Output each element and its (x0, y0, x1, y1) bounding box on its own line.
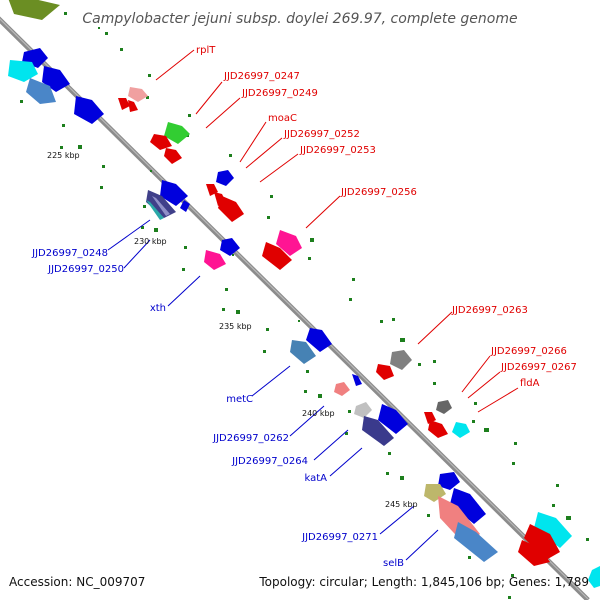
gene-feature (262, 242, 292, 270)
gene-feature (306, 328, 332, 352)
gene-feature (354, 402, 372, 418)
gene-label: JJD26997_0256 (340, 187, 417, 198)
gene-label: JJD26997_0248 (31, 248, 108, 259)
gene-feature (160, 180, 188, 206)
gene-label: xth (150, 303, 166, 314)
gene-feature (334, 382, 350, 396)
gene-feature (128, 87, 148, 102)
gene-feature (290, 340, 316, 364)
gene-feature (218, 196, 244, 222)
gene-label: metC (226, 394, 253, 405)
accession-text: Accession: NC_009707 (9, 575, 145, 589)
gene-label: JJD26997_0271 (301, 532, 378, 543)
gene-feature (220, 238, 240, 256)
gene-feature (118, 98, 130, 110)
kbp-label: 245 kbp (385, 500, 418, 509)
gene-feature (450, 488, 486, 524)
gene-feature (362, 416, 394, 446)
gene-label: JJD26997_0252 (283, 129, 360, 140)
gene-feature (128, 100, 138, 112)
gene-label: selB (383, 558, 404, 569)
gene-feature (74, 96, 104, 124)
gene-label: JJD26997_0263 (451, 305, 528, 316)
kbp-label: 240 kbp (302, 409, 335, 418)
gene-feature (150, 134, 172, 150)
gene-label: JJD26997_0266 (490, 346, 567, 357)
kbp-label: 230 kbp (134, 237, 167, 246)
gene-feature (454, 522, 498, 562)
gene-feature (390, 350, 412, 370)
gene-feature (436, 400, 452, 414)
gene-feature (164, 148, 182, 164)
gene-feature (26, 78, 56, 104)
label-connectors (107, 49, 519, 561)
gene-label: katA (304, 473, 327, 484)
gene-feature (180, 200, 190, 212)
gene-label: JJD26997_0264 (231, 456, 308, 467)
gene-feature (352, 374, 362, 386)
gene-features (8, 0, 600, 588)
gene-feature (8, 0, 60, 20)
gene-label: JJD26997_0247 (223, 71, 300, 82)
gene-feature (204, 250, 226, 270)
gene-feature (588, 566, 600, 588)
gene-feature (276, 230, 302, 256)
reverse-gene-labels: JJD26997_0248 JJD26997_0250 xth metC JJD… (31, 248, 404, 569)
gene-feature (452, 422, 470, 438)
gene-label: JJD26997_0262 (212, 433, 289, 444)
gene-feature (42, 66, 70, 92)
gene-feature (376, 364, 394, 380)
gene-label: fldA (520, 378, 540, 389)
gene-label: moaC (268, 113, 297, 124)
gene-label: rplT (196, 45, 216, 56)
gene-feature (524, 524, 560, 560)
gene-feature (534, 512, 572, 548)
gene-feature (152, 196, 170, 216)
gene-feature (164, 122, 190, 144)
kbp-label: 225 kbp (47, 151, 80, 160)
gene-feature (8, 60, 38, 82)
gene-label: JJD26997_0267 (500, 362, 577, 373)
gene-feature (146, 200, 164, 220)
topology-text: Topology: circular; Length: 1,845,106 bp… (258, 575, 589, 589)
gene-feature (518, 540, 550, 566)
gene-feature (438, 472, 460, 490)
map-title: Campylobacter jejuni subsp. doylei 269.9… (82, 11, 517, 27)
kbp-label: 235 kbp (219, 322, 252, 331)
gene-label: JJD26997_0250 (47, 264, 124, 275)
gene-label: JJD26997_0253 (299, 145, 376, 156)
gene-label: JJD26997_0249 (241, 88, 318, 99)
kbp-scale-labels: 225 kbp 230 kbp 235 kbp 240 kbp 245 kbp (47, 151, 418, 509)
forward-gene-labels: rplT JJD26997_0247 JJD26997_0249 moaC JJ… (196, 45, 577, 389)
gene-feature (428, 420, 448, 438)
gene-feature (216, 170, 234, 186)
gene-feature (378, 404, 408, 434)
